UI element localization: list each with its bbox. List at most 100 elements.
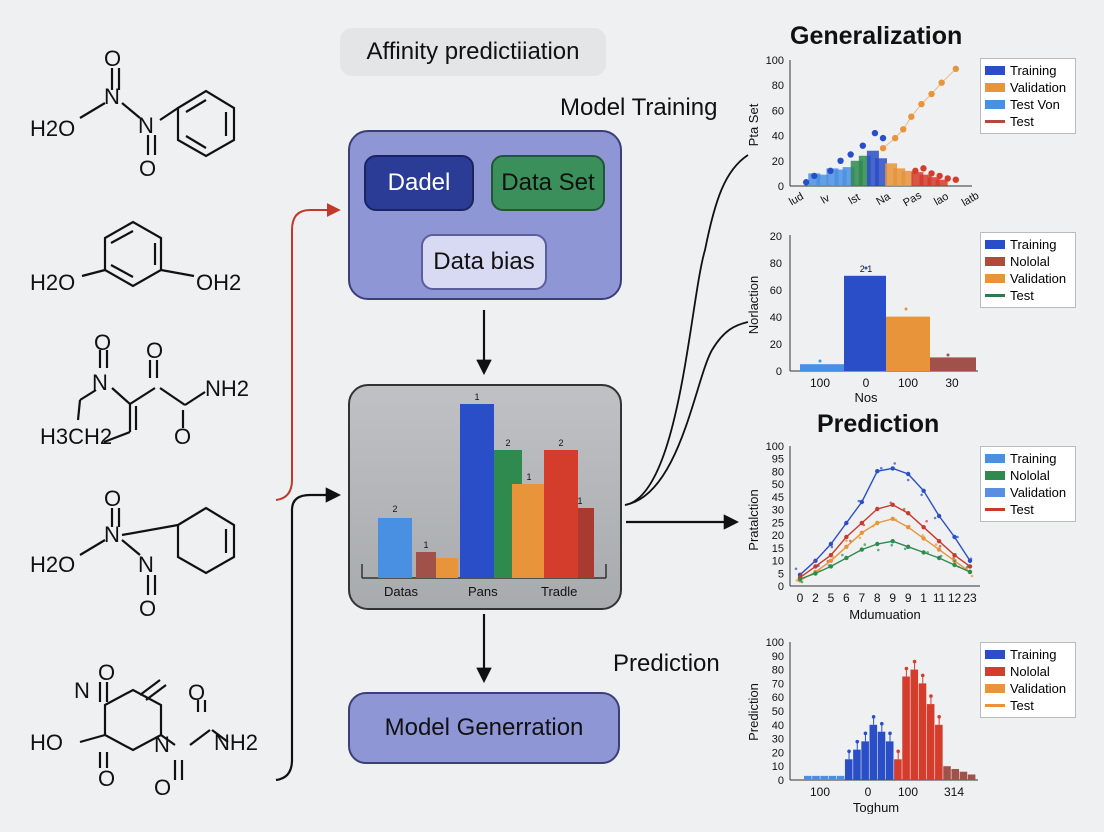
bar xyxy=(894,759,902,780)
y-tick-label: 95 xyxy=(772,454,784,466)
bar xyxy=(853,749,861,780)
center-bar xyxy=(436,558,458,578)
bar xyxy=(820,775,828,780)
y-tick-label: 20 xyxy=(772,747,784,759)
scatter-point xyxy=(894,518,898,522)
data-point xyxy=(802,179,810,186)
y-tick-label: 30 xyxy=(772,734,784,746)
bar xyxy=(885,741,894,780)
legend-swatch xyxy=(985,100,1005,109)
scatter-point xyxy=(795,579,799,582)
page-title: Affinity predictiiation xyxy=(340,28,606,76)
prediction-flow-label: Prediction xyxy=(613,650,720,677)
data-point xyxy=(905,511,911,516)
data-point xyxy=(904,666,909,671)
data-point xyxy=(921,488,926,493)
data-point xyxy=(905,544,911,549)
dataset-box[interactable]: Data Set xyxy=(491,155,605,211)
model-box[interactable]: Dadel xyxy=(364,155,474,211)
legend-label: Training xyxy=(1010,63,1057,78)
x-tick-label: 23 xyxy=(963,591,977,605)
y-tick-label: 40 xyxy=(770,312,782,324)
atom-label: O xyxy=(104,46,121,71)
legend-entry: Test xyxy=(985,287,1069,304)
center-bar xyxy=(512,484,544,578)
scatter-point xyxy=(939,554,943,558)
data-point xyxy=(797,576,803,582)
y-tick-label: 10 xyxy=(772,761,784,773)
atom-label: NH2 xyxy=(214,730,258,755)
data-point xyxy=(828,558,834,563)
legend-entry: Training xyxy=(985,236,1069,253)
legend-label: Training xyxy=(1010,647,1057,662)
data-point xyxy=(813,564,818,569)
bar xyxy=(828,775,837,780)
legend-entry: Nololal xyxy=(985,663,1069,680)
legend-entry: Test xyxy=(985,501,1069,518)
data-point xyxy=(875,541,880,547)
scatter-point xyxy=(934,543,938,546)
legend-label: Nololal xyxy=(1010,254,1050,269)
atom-label: O xyxy=(154,775,171,800)
data-point xyxy=(890,466,895,471)
scatter-point xyxy=(933,516,937,520)
x-tick-label: 100 xyxy=(810,785,830,799)
data-point xyxy=(879,145,887,152)
x-tick-label: 30 xyxy=(945,376,959,390)
atom-label: N xyxy=(92,370,108,395)
legend-swatch xyxy=(985,454,1005,463)
y-tick-label: 50 xyxy=(772,706,784,718)
red-input-arrow xyxy=(275,203,341,501)
legend-entry: Validation xyxy=(985,79,1069,96)
y-tick-label: 20 xyxy=(770,339,782,351)
x-tick-label: lud xyxy=(787,191,806,209)
legend-swatch xyxy=(985,704,1005,707)
scatter-point xyxy=(953,559,956,563)
legend-swatch xyxy=(985,650,1005,659)
page-title-text: Affinity predictiiation xyxy=(366,38,580,65)
atom-label: OH2 xyxy=(196,270,241,295)
center-bar-label: 1 xyxy=(474,392,479,402)
model-generation-box[interactable]: Model Generration xyxy=(348,692,620,764)
chart-title-generalization: Generalization xyxy=(790,22,963,50)
y-tick-label: 25 xyxy=(772,517,784,529)
scatter-point xyxy=(903,547,907,551)
bar xyxy=(844,275,886,371)
legend-label: Test xyxy=(1010,698,1034,713)
data-point xyxy=(921,536,926,541)
y-tick-label: 60 xyxy=(772,692,784,704)
legend-label: Nololal xyxy=(1010,468,1050,483)
atom-label: O xyxy=(174,424,191,449)
data-bias-box[interactable]: Data bias xyxy=(421,234,547,290)
curve-to-bar-chart xyxy=(624,321,749,506)
y-tick-label: 0 xyxy=(778,181,784,193)
data-point xyxy=(828,541,834,547)
series-line xyxy=(799,540,971,580)
atom-label: NH2 xyxy=(205,376,249,401)
scatter-point xyxy=(799,573,803,576)
data-point xyxy=(952,562,957,568)
legend-swatch xyxy=(985,294,1005,297)
data-point xyxy=(888,731,892,736)
legend-entry: Validation xyxy=(985,680,1069,697)
center-bar-label: 1 xyxy=(526,472,531,482)
model-training-label: Model Training xyxy=(560,94,718,121)
bar xyxy=(919,174,932,186)
bar xyxy=(901,170,914,186)
y-tick-label: 100 xyxy=(766,441,784,453)
data-point xyxy=(904,307,908,311)
scatter-point xyxy=(814,573,817,576)
model-box-label: Dadel xyxy=(387,169,451,196)
y-tick-label: 100 xyxy=(766,55,784,67)
y-tick-label: 15 xyxy=(772,543,784,555)
center-bar-label: 2 xyxy=(392,504,397,514)
bar xyxy=(844,759,853,780)
scatter-point xyxy=(830,545,834,549)
bar xyxy=(800,364,844,371)
scatter-point xyxy=(906,478,910,482)
atom-label: O xyxy=(188,680,205,705)
bar xyxy=(902,676,910,780)
